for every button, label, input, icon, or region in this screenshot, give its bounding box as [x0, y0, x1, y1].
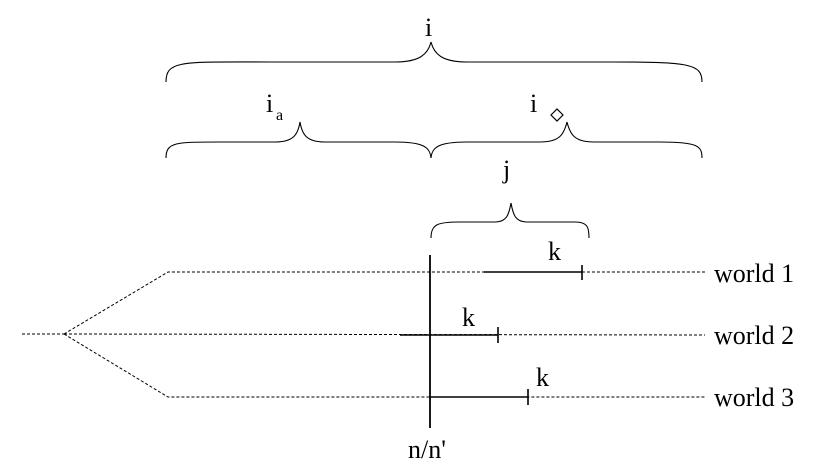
- label-now: n/n': [408, 435, 446, 464]
- label-k-world-3: k: [536, 363, 549, 392]
- label-world-3: world 3: [714, 383, 794, 412]
- label-world-2: world 2: [714, 321, 794, 350]
- brace-i-a: [165, 121, 432, 159]
- brace-i-diamond: [430, 121, 703, 159]
- label-i-diamond: i: [530, 89, 537, 118]
- label-i-a-subscript: a: [276, 107, 283, 124]
- brace-j: [430, 202, 590, 239]
- label-i-a: i: [266, 89, 273, 118]
- label-j: j: [502, 155, 510, 184]
- brace-i: [165, 41, 703, 83]
- label-k-world-2: k: [462, 303, 475, 332]
- branch-to-world-1: [63, 271, 705, 335]
- label-k-world-1: k: [548, 237, 561, 266]
- label-i: i: [425, 13, 432, 42]
- branch-to-world-2: [63, 333, 706, 336]
- branch-to-world-3: [63, 333, 705, 398]
- label-world-1: world 1: [714, 259, 794, 288]
- diamond-icon: [550, 108, 564, 122]
